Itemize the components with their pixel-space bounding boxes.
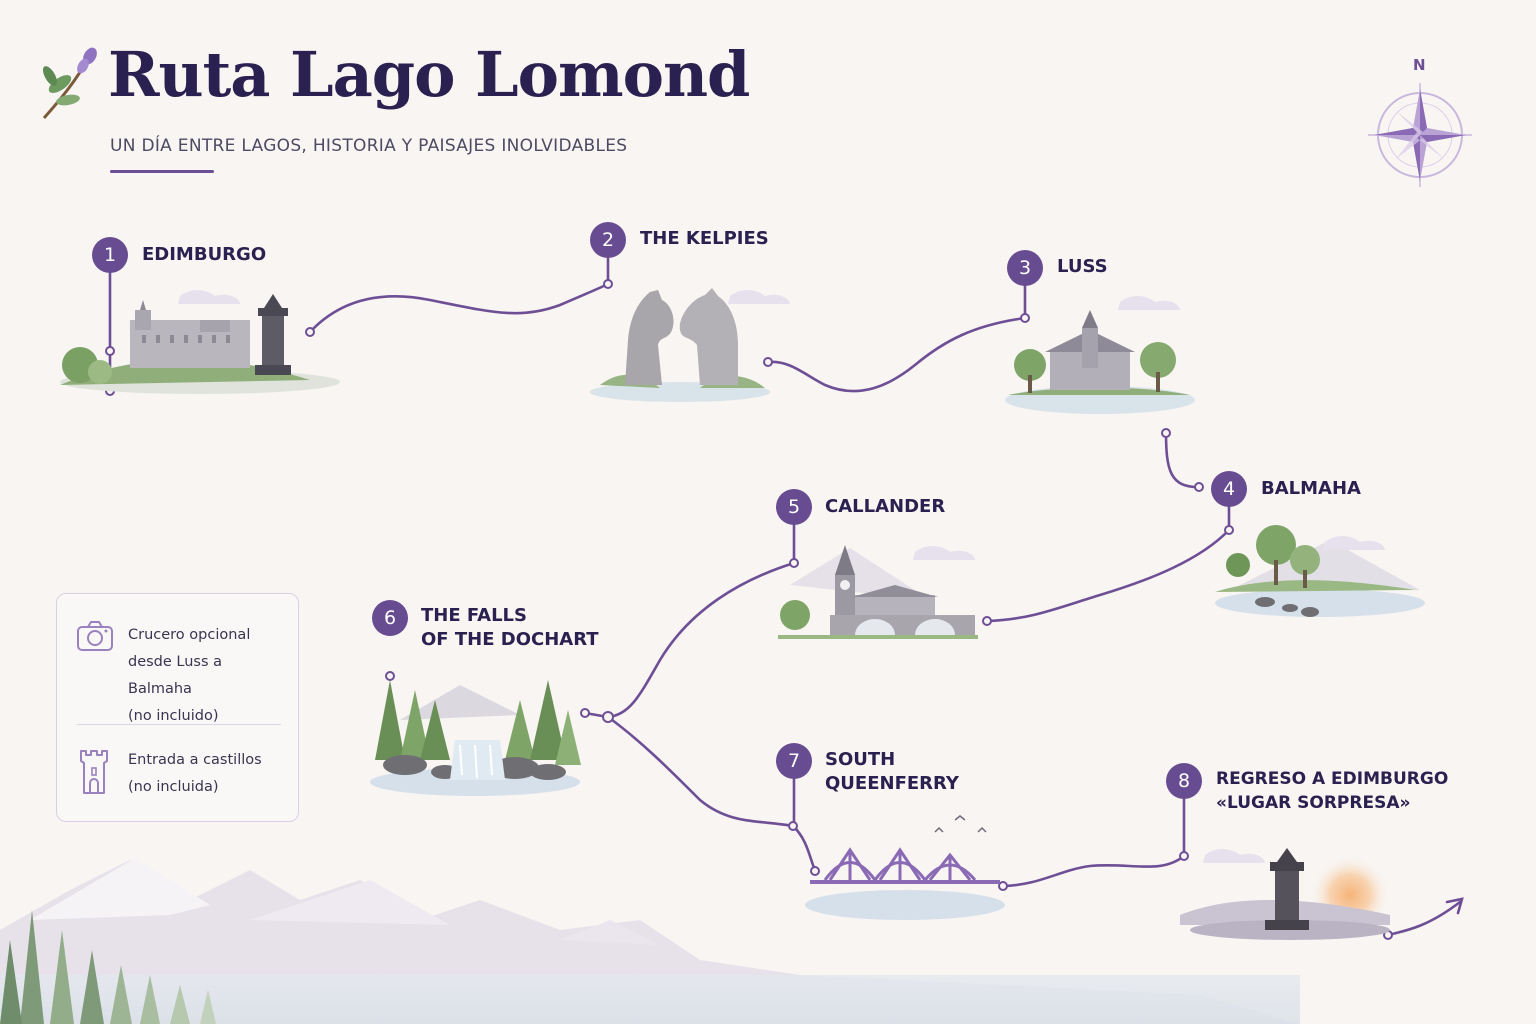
callander-town-illustration [778,545,978,639]
stop-2-number: 2 [590,222,626,258]
stop-3-number: 3 [1007,250,1043,286]
legend-item-cruise: Crucero opcional desde Luss a Balmaha (n… [128,622,288,730]
forth-bridge-illustration [805,815,1005,920]
stop-5-label: CALLANDER [825,496,946,517]
compass-north-label: N [1413,56,1426,74]
sunset-monument-illustration [1180,848,1390,940]
stop-3-label: LUSS [1057,256,1108,277]
mountain-landscape [0,858,1300,1024]
stop-7-label-line1: SOUTH [825,749,896,770]
legend-castles-line1: Entrada a castillos [128,752,262,768]
stop-6-label-line1: THE FALLS [421,605,527,626]
balmaha-lakeshore-illustration [1215,525,1425,617]
stop-7-number: 7 [776,743,812,779]
luss-church-illustration [1005,296,1195,414]
legend-cruise-line1: Crucero opcional [128,627,251,643]
legend-divider [77,724,281,725]
stop-4-number: 4 [1211,471,1247,507]
legend-cruise-line2: desde Luss a Balmaha [128,654,223,697]
legend-box: Crucero opcional desde Luss a Balmaha (n… [56,593,299,822]
page-title: Ruta Lago Lomond [108,38,750,111]
stop-6-label-line2: OF THE DOCHART [421,629,599,650]
title-underline [110,170,214,173]
compass-rose-icon [1368,83,1472,187]
legend-castles-line2: (no incluida) [128,779,219,795]
stop-7-label: SOUTH QUEENFERRY [825,748,959,796]
edinburgh-castle-illustration [60,290,340,394]
stop-6-label: THE FALLS OF THE DOCHART [421,604,599,652]
stop-8-label-line1: REGRESO A EDIMBURGO [1216,769,1449,789]
stop-1-number: 1 [92,237,128,273]
stop-7-label-line2: QUEENFERRY [825,773,959,794]
legend-cruise-line3: (no incluido) [128,708,219,724]
castle-tower-icon [80,750,108,794]
falls-of-dochart-illustration [370,680,581,796]
stop-8-label: REGRESO A EDIMBURGO «LUGAR SORPRESA» [1216,767,1448,815]
page-subtitle: UN DÍA ENTRE LAGOS, HISTORIA Y PAISAJES … [110,136,628,156]
lavender-sprig-icon [42,47,97,119]
stop-8-number: 8 [1166,763,1202,799]
kelpies-sculpture-illustration [590,288,790,402]
legend-item-castles: Entrada a castillos (no incluida) [128,747,288,801]
stop-5-number: 5 [776,489,812,525]
stop-6-number: 6 [372,600,408,636]
camera-icon [77,621,113,651]
stop-8-label-line2: «LUGAR SORPRESA» [1216,793,1411,813]
stop-2-label: THE KELPIES [640,228,769,249]
stop-1-label: EDIMBURGO [142,244,267,265]
stop-4-label: BALMAHA [1261,478,1361,499]
